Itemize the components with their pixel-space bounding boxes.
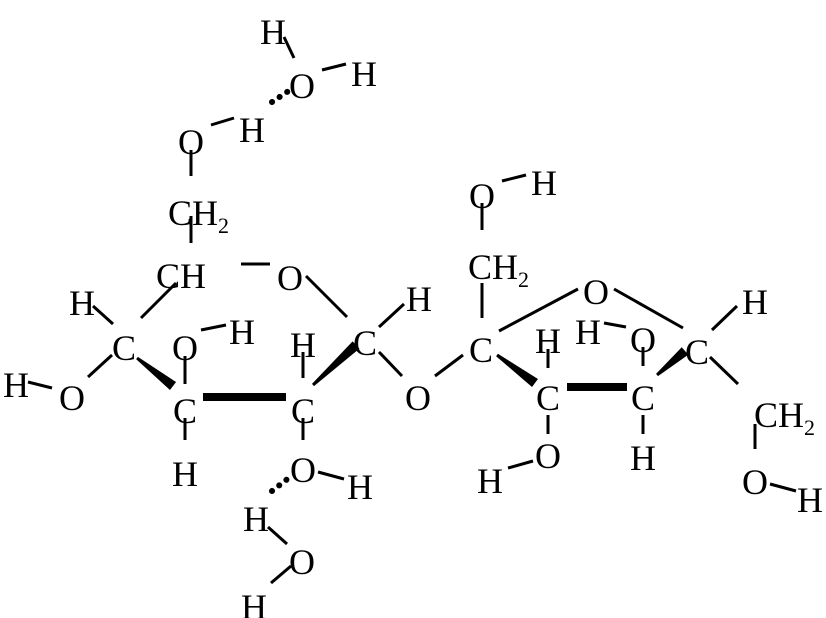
subscript: 2 (218, 213, 229, 238)
atom-label-g-c1-h: H (406, 279, 432, 319)
single-bond (613, 287, 684, 330)
single-bond (86, 353, 114, 379)
single-bond (317, 470, 345, 481)
atom-label-f-h3: H (477, 461, 503, 501)
atom-label-f-c2: C (469, 330, 493, 370)
atom-label-g-o2: O (290, 450, 316, 490)
atom-label-f-c4: C (631, 378, 655, 418)
atom-label-w1-o: O (289, 66, 315, 106)
atom-label-f-o-ring: O (583, 272, 609, 312)
single-bond (603, 321, 627, 329)
single-bond (139, 281, 178, 320)
wedge-bond (311, 341, 360, 387)
atom-label-w2-o: O (289, 542, 315, 582)
wedge-bond (136, 356, 177, 390)
single-bond (710, 304, 739, 332)
atom-label-f-h1: H (531, 163, 557, 203)
atom-label-f-c5: C (685, 332, 709, 372)
atom-label-f-c4-h: H (630, 438, 656, 478)
hydrogen-bond (269, 474, 293, 494)
atom-label-g-c3-h: H (172, 454, 198, 494)
wedge-bond (656, 347, 689, 377)
atom-label-g-c4: C (112, 328, 136, 368)
single-bond (282, 36, 296, 59)
single-bond (498, 287, 579, 333)
atom-label-f-o3: O (535, 436, 561, 476)
atom-label-f-o6: O (742, 462, 768, 502)
atom-label-g-c5: CH (156, 256, 206, 296)
single-bond (27, 380, 53, 390)
atom-label-g-c2-h: H (290, 325, 316, 365)
single-bond (304, 274, 349, 319)
single-bond (200, 323, 227, 332)
single-bond (266, 525, 289, 546)
wedge-bond (496, 353, 538, 388)
atom-label-f-h6: H (797, 480, 823, 520)
atom-label-w1-h-right: H (351, 54, 377, 94)
atom-label-g-c3: C (173, 391, 197, 431)
atom-label-f-c5-h: H (742, 282, 768, 322)
atom-label-g-c2: C (291, 391, 315, 431)
atom-label-g-c1: C (353, 323, 377, 363)
atom-label-g-o4: O (59, 378, 85, 418)
bond-layer (27, 36, 797, 585)
atom-label-g-h2: H (347, 467, 373, 507)
atom-label-f-o4: O (630, 320, 656, 360)
single-bond (501, 173, 527, 183)
atom-label-g-o5: O (277, 258, 303, 298)
atom-label-glyco-o: O (405, 378, 431, 418)
single-bond (507, 459, 534, 470)
single-bond (377, 302, 406, 329)
atom-label-f-c3-h: H (535, 321, 561, 361)
single-bond (270, 564, 292, 585)
single-bond (377, 350, 404, 378)
atom-label-w1-h-top: H (260, 12, 286, 52)
single-bond (321, 62, 347, 72)
single-bond (708, 355, 740, 386)
subscript: 2 (518, 267, 529, 292)
subscript: 2 (804, 415, 815, 440)
atom-label-f-h4: H (575, 312, 601, 352)
atom-label-f-o1: O (469, 176, 495, 216)
atom-label-g-h4: H (3, 365, 29, 405)
atom-label-g-h3: H (229, 312, 255, 352)
atom-label-g-o6: O (178, 122, 204, 162)
single-bond (91, 304, 115, 326)
single-bond (769, 482, 797, 493)
single-bond (210, 116, 235, 127)
atom-label-f-c3: C (536, 378, 560, 418)
atom-label-g-c4-h: H (69, 283, 95, 323)
atom-label-g-h6: H (239, 110, 265, 150)
single-bond (434, 353, 464, 378)
hydrogen-bond (269, 87, 293, 105)
atom-label-w2-h-bottom: H (241, 587, 267, 618)
atom-label-w2-h-top: H (243, 499, 269, 539)
atom-label-g-o3: O (172, 328, 198, 368)
